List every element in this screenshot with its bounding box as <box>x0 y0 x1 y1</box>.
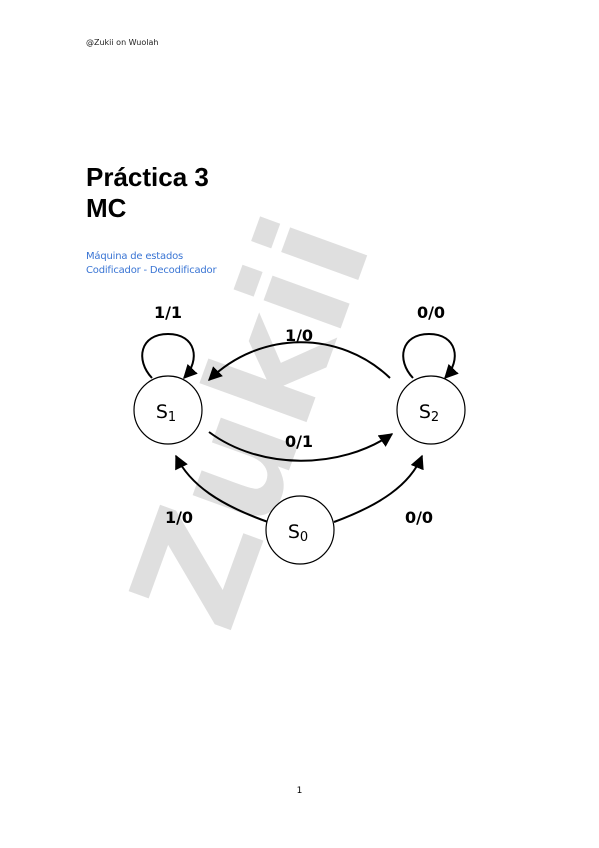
page-subtitle: Máquina de estados Codificador - Decodif… <box>86 250 217 278</box>
svg-text:S2: S2 <box>419 401 439 425</box>
title-line-2: MC <box>86 193 127 223</box>
svg-text:S1: S1 <box>156 401 176 425</box>
edge-label-s2-self: 0/0 <box>417 303 445 322</box>
state-s0-label: S <box>288 521 300 543</box>
subtitle-line-1: Máquina de estados <box>86 251 184 262</box>
edge-s2-to-s1 <box>207 341 391 381</box>
page-title: Práctica 3 MC <box>86 162 209 224</box>
state-s2-label: S <box>419 401 431 423</box>
state-s1-label: S <box>156 401 168 423</box>
state-s0-subscript: 0 <box>300 530 308 545</box>
title-line-1: Práctica 3 <box>86 162 209 192</box>
state-s2-subscript: 2 <box>431 410 439 425</box>
header-tag: @Zukii on Wuolah <box>86 38 159 47</box>
edge-s0-to-s1 <box>175 454 269 523</box>
state-s1-subscript: 1 <box>168 410 176 425</box>
edge-label-s1-to-s2: 0/1 <box>285 432 313 451</box>
edge-label-s0-to-s2: 0/0 <box>405 508 433 527</box>
edge-s1-self-loop <box>141 332 198 380</box>
state-s1: S1 <box>133 375 203 445</box>
subtitle-line-2: Codificador - Decodificador <box>86 265 217 276</box>
edge-s2-self-loop <box>402 332 459 380</box>
edge-s1-to-s2 <box>208 431 394 462</box>
page-number: 1 <box>296 786 303 796</box>
edge-label-s0-to-s1: 1/0 <box>165 508 193 527</box>
svg-text:S0: S0 <box>288 521 308 545</box>
edge-s0-to-s2 <box>333 454 424 523</box>
edge-label-s1-self: 1/1 <box>154 303 182 322</box>
state-s2: S2 <box>396 375 466 445</box>
edge-label-s2-to-s1: 1/0 <box>285 326 313 345</box>
state-s0: S0 <box>265 495 335 565</box>
